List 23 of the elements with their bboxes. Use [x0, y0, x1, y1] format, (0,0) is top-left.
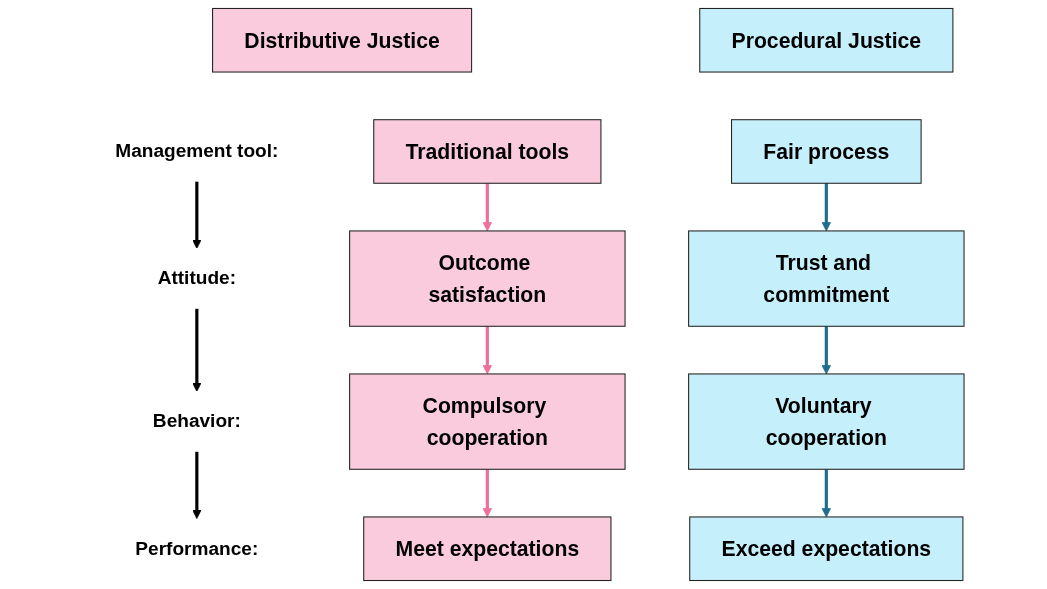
arrow: [482, 183, 492, 232]
node-text: Management tool:: [114, 140, 279, 162]
arrow: [191, 181, 202, 249]
arrow: [191, 308, 202, 392]
node-text: Attitude:: [157, 267, 236, 289]
node-text: Performance:: [135, 537, 259, 559]
node-box: Distributive Justice: [211, 7, 472, 73]
node-text: Behavior:: [152, 410, 241, 432]
node-box: Procedural Justice: [698, 7, 954, 73]
arrow: [482, 326, 492, 375]
arrow: [482, 469, 492, 518]
node-box: Compulsory cooperation: [348, 373, 626, 470]
arrow: [191, 451, 202, 519]
node-box: Traditional tools: [372, 119, 602, 184]
node-box: Meet expectations: [362, 516, 612, 582]
arrow: [821, 469, 831, 518]
node-box: Exceed expectations: [688, 516, 964, 582]
node-box: Fair process: [730, 119, 922, 184]
node-box: Voluntary cooperation: [687, 373, 965, 470]
node-box: Outcome satisfaction: [348, 230, 626, 327]
arrow: [821, 326, 831, 375]
node-box: Trust and commitment: [687, 230, 965, 327]
arrow: [821, 183, 831, 232]
